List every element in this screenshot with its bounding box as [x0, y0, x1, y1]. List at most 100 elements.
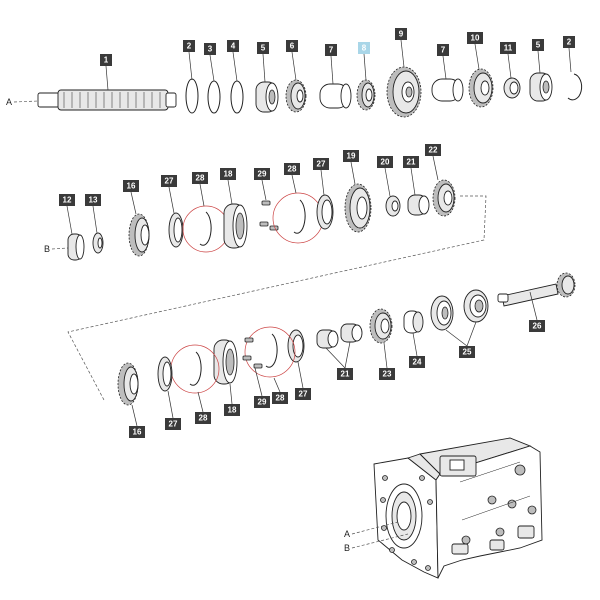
svg-text:18: 18 [224, 170, 233, 179]
callout-16b[interactable]: 16 [129, 426, 145, 438]
svg-text:3: 3 [208, 45, 213, 54]
svg-text:7: 7 [441, 46, 446, 55]
row-1-parts: A [6, 66, 583, 118]
svg-text:2: 2 [187, 42, 192, 51]
callout-28[interactable]: 28 [192, 172, 208, 184]
callout-6[interactable]: 6 [286, 40, 298, 52]
callout-7[interactable]: 7 [325, 44, 337, 56]
callout-29[interactable]: 29 [254, 168, 270, 180]
callout-24[interactable]: 24 [409, 356, 425, 368]
svg-text:27: 27 [169, 420, 178, 429]
part-27-synchro-ring-c [287, 329, 305, 363]
callout-27[interactable]: 27 [161, 175, 177, 187]
part-18-synchro-hub-bottom [213, 339, 238, 385]
part-27-synchro-ring-a [168, 212, 184, 248]
callout-23[interactable]: 23 [379, 368, 395, 380]
part-5-bearing-left [255, 81, 279, 113]
part-29-keys-top [259, 200, 279, 231]
part-1-shaft [37, 89, 177, 111]
callout-5b[interactable]: 5 [532, 39, 544, 51]
callout-28c[interactable]: 28 [272, 392, 288, 404]
part-21-needle-bearing-top [407, 194, 430, 216]
svg-text:28: 28 [196, 174, 205, 183]
callout-18b[interactable]: 18 [224, 404, 240, 416]
svg-text:1: 1 [104, 56, 109, 65]
callout-20[interactable]: 20 [377, 156, 393, 168]
callout-27d[interactable]: 27 [165, 418, 181, 430]
svg-text:27: 27 [299, 390, 308, 399]
svg-text:8: 8 [362, 44, 367, 53]
part-7-sleeve-right [431, 78, 464, 102]
part-2-snap-ring-right [567, 73, 583, 101]
svg-text:5: 5 [261, 44, 266, 53]
svg-text:4: 4 [231, 42, 236, 51]
svg-text:6: 6 [290, 42, 295, 51]
part-27-synchro-ring-b [316, 194, 334, 230]
svg-text:18: 18 [228, 406, 237, 415]
detail-circle-28a [182, 205, 230, 253]
callout-19[interactable]: 19 [343, 150, 359, 162]
callout-25[interactable]: 25 [459, 346, 475, 358]
callout-27c[interactable]: 27 [295, 388, 311, 400]
row-3-parts [117, 272, 576, 406]
svg-text:9: 9 [399, 30, 404, 39]
part-28-spring-a [199, 211, 212, 246]
callout-8-highlighted[interactable]: 8 [358, 42, 370, 54]
part-21-needle-bearing-bottom-a [340, 323, 363, 343]
svg-text:19: 19 [347, 152, 356, 161]
part-27-synchro-ring-d [157, 356, 173, 392]
part-29-keys-bottom [242, 337, 263, 369]
callout-2b[interactable]: 2 [563, 36, 575, 48]
callout-22[interactable]: 22 [425, 144, 441, 156]
svg-text:28: 28 [199, 414, 208, 423]
callout-27b[interactable]: 27 [313, 158, 329, 170]
callout-16[interactable]: 16 [123, 180, 139, 192]
detail-circle-28c [244, 326, 296, 378]
part-21-needle-bearing-bottom-b [316, 329, 339, 349]
svg-text:16: 16 [127, 182, 136, 191]
part-20-washer [385, 195, 401, 217]
svg-text:26: 26 [533, 322, 542, 331]
callout-10[interactable]: 10 [467, 32, 483, 44]
svg-text:2: 2 [567, 38, 572, 47]
svg-text:27: 27 [165, 177, 174, 186]
row-2-parts: B [44, 179, 456, 261]
svg-text:11: 11 [504, 44, 513, 53]
part-25-bearing-left [430, 295, 454, 331]
callout-7b[interactable]: 7 [437, 44, 449, 56]
svg-text:5: 5 [536, 41, 541, 50]
callout-29b[interactable]: 29 [254, 396, 270, 408]
svg-text:24: 24 [413, 358, 422, 367]
callout-18[interactable]: 18 [220, 168, 236, 180]
part-9-large-gear [386, 66, 422, 118]
detail-circle-28d [170, 344, 220, 394]
part-11-bushing [503, 77, 521, 99]
callout-28b[interactable]: 28 [284, 163, 300, 175]
svg-text:21: 21 [407, 158, 416, 167]
callout-26[interactable]: 26 [529, 320, 545, 332]
part-8-gear [356, 79, 376, 111]
ref-a-housing: A [344, 529, 350, 539]
part-3-ring [207, 80, 221, 114]
callout-1[interactable]: 1 [100, 54, 112, 66]
detail-circle-28b [272, 192, 324, 244]
callout-21b[interactable]: 21 [337, 368, 353, 380]
callout-9[interactable]: 9 [395, 28, 407, 40]
callout-21[interactable]: 21 [403, 156, 419, 168]
ref-a-top: A [6, 97, 12, 107]
ref-b-housing: B [344, 543, 350, 553]
callout-2[interactable]: 2 [183, 40, 195, 52]
callout-3[interactable]: 3 [204, 43, 216, 55]
ref-b-mid-leader [51, 247, 69, 250]
part-7-sleeve-left [319, 83, 352, 109]
svg-text:25: 25 [463, 348, 472, 357]
callout-12[interactable]: 12 [59, 194, 75, 206]
callout-4[interactable]: 4 [227, 40, 239, 52]
axis-dashed-frame [67, 195, 487, 401]
callout-5[interactable]: 5 [257, 42, 269, 54]
svg-text:10: 10 [471, 34, 480, 43]
callout-28d[interactable]: 28 [195, 412, 211, 424]
svg-text:23: 23 [383, 370, 392, 379]
callout-11[interactable]: 11 [500, 42, 516, 54]
callout-13[interactable]: 13 [85, 194, 101, 206]
